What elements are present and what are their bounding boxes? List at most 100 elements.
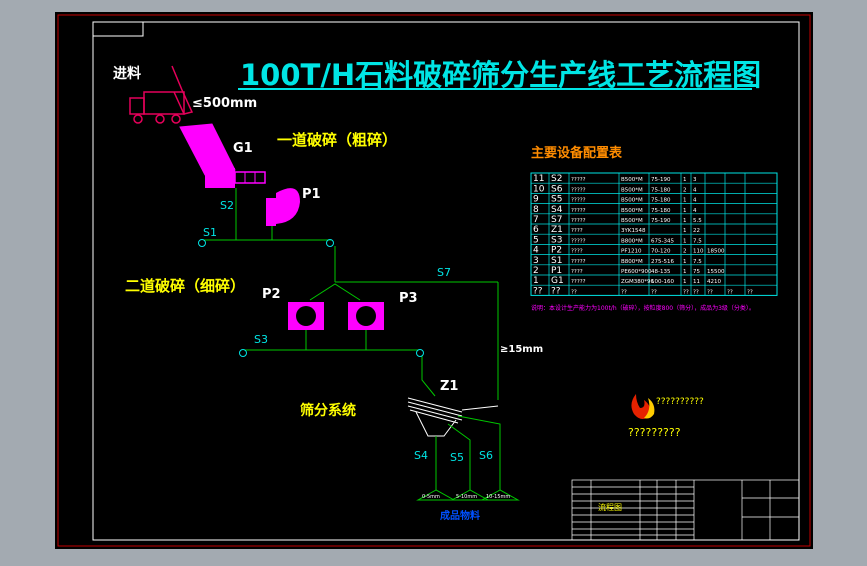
flow-lines-products [435, 415, 501, 490]
table-cell: 75-180 [651, 208, 671, 214]
table-note: 说明：本设计生产能力为100t/h（破碎），按粒度800（筛分），成品为3级（分… [531, 304, 755, 312]
cone-crusher-p3 [348, 302, 384, 330]
table-cell: 6 [533, 225, 539, 235]
table-cell: ????? [571, 187, 586, 193]
product-pile-size: 0-5mm [422, 494, 440, 500]
table-cell: ????? [571, 259, 586, 265]
table-cell: 100-160 [651, 279, 674, 285]
table-cell: 11 [693, 279, 700, 285]
table-cell: 675-345 [651, 238, 674, 244]
s1-head-pulley-icon [326, 239, 334, 247]
table-cell: ?? [693, 289, 699, 295]
table-cell: P1 [551, 266, 562, 276]
table-cell: 1 [683, 279, 687, 285]
table-cell: PE600*900 [621, 269, 652, 275]
p1-label: P1 [302, 187, 321, 202]
table-cell: 1 [683, 238, 687, 244]
s3-head-pulley-icon [416, 349, 424, 357]
stage2-label: 二道破碎（细碎） [125, 277, 245, 295]
outer-frame [57, 14, 811, 547]
company-text: ????????? [628, 426, 681, 439]
table-cell: ????? [571, 218, 586, 224]
table-cell: 75-190 [651, 218, 671, 224]
product-pile-size: 5-10mm [456, 494, 477, 500]
table-cell: B500*M [621, 208, 643, 214]
table-cell: ?? [621, 289, 627, 295]
table-cell: ?? [651, 289, 657, 295]
table-cell: PF1210 [621, 249, 642, 255]
table-cell: 2 [683, 249, 687, 255]
table-cell: S6 [551, 184, 563, 194]
table-cell: 48-135 [651, 269, 671, 275]
table-cell: 10 [533, 184, 545, 194]
table-cell: ????? [571, 177, 586, 183]
table-cell: 7.5 [693, 259, 702, 265]
table-cell: 15500 [707, 269, 725, 275]
z1-label: Z1 [440, 379, 458, 394]
table-cell: ????? [571, 198, 586, 204]
table-cell: B500*M [621, 198, 643, 204]
cone-crusher-p2 [288, 302, 324, 330]
table-cell: S5 [551, 195, 562, 205]
vibrating-screen-z1 [407, 397, 499, 437]
table-cell: B500*M [621, 177, 643, 183]
title-block-border [571, 479, 800, 541]
vibrating-feeder-g1 [179, 123, 266, 188]
table-cell: 7 [533, 215, 539, 225]
table-cell: 110 [693, 249, 704, 255]
s3-label: S3 [254, 333, 268, 346]
table-cell: ?? [747, 289, 753, 295]
table-cell: 1 [683, 269, 687, 275]
table-cell: 9 [533, 195, 539, 205]
drawing-title: 100T/H石料破碎筛分生产线工艺流程图 [240, 58, 761, 92]
title-block [571, 479, 800, 541]
table-cell: 75-180 [651, 198, 671, 204]
dump-truck-icon [129, 65, 194, 124]
table-cell: 22 [693, 228, 700, 234]
table-cell: 4 [693, 208, 697, 214]
table-cell: 75-180 [651, 187, 671, 193]
g1-label: G1 [233, 141, 253, 156]
table-cell: 7.5 [693, 238, 702, 244]
table-cell: 18500 [707, 249, 725, 255]
oversize-label: ≥15mm [500, 344, 543, 355]
feed-size-label: ≤500mm [192, 96, 257, 111]
table-cell: 1 [683, 198, 687, 204]
s2-label: S2 [220, 199, 234, 212]
table-cell: Z1 [551, 225, 563, 235]
company-logo-icon [631, 394, 655, 419]
product-label: 成品物料 [440, 509, 480, 522]
drawing-sheet [55, 12, 813, 549]
table-cell: 1 [683, 177, 687, 183]
feed-label: 进料 [113, 65, 141, 82]
corner-box [92, 21, 144, 37]
table-cell: B800*M [621, 259, 643, 265]
table-cell: 3YK1548 [621, 228, 646, 234]
table-cell: ?? [571, 289, 577, 295]
s3-pulley-icon [239, 349, 247, 357]
table-cell: 75 [693, 269, 700, 275]
table-cell: 3 [533, 256, 539, 266]
table-cell: 1 [683, 218, 687, 224]
jaw-crusher-p1 [266, 188, 300, 226]
table-cell: 2 [683, 187, 687, 193]
table-cell: S4 [551, 205, 563, 215]
product-pile-icon [480, 489, 520, 501]
table-cell: 1 [533, 276, 539, 286]
table-cell: 1 [683, 228, 687, 234]
inner-frame [92, 21, 800, 541]
s1-pulley-icon [198, 239, 206, 247]
table-cell: 4 [693, 198, 697, 204]
table-cell: ???? [571, 249, 583, 255]
table-cell: 1 [683, 208, 687, 214]
table-cell: 4 [693, 187, 697, 193]
screening-label: 筛分系统 [300, 402, 356, 419]
p3-label: P3 [399, 291, 418, 306]
table-cell: ZGM380*96 [621, 279, 655, 285]
table-cell: 5 [533, 235, 539, 245]
logo-text: ?????????? [656, 397, 704, 407]
table-cell: ????? [571, 238, 586, 244]
